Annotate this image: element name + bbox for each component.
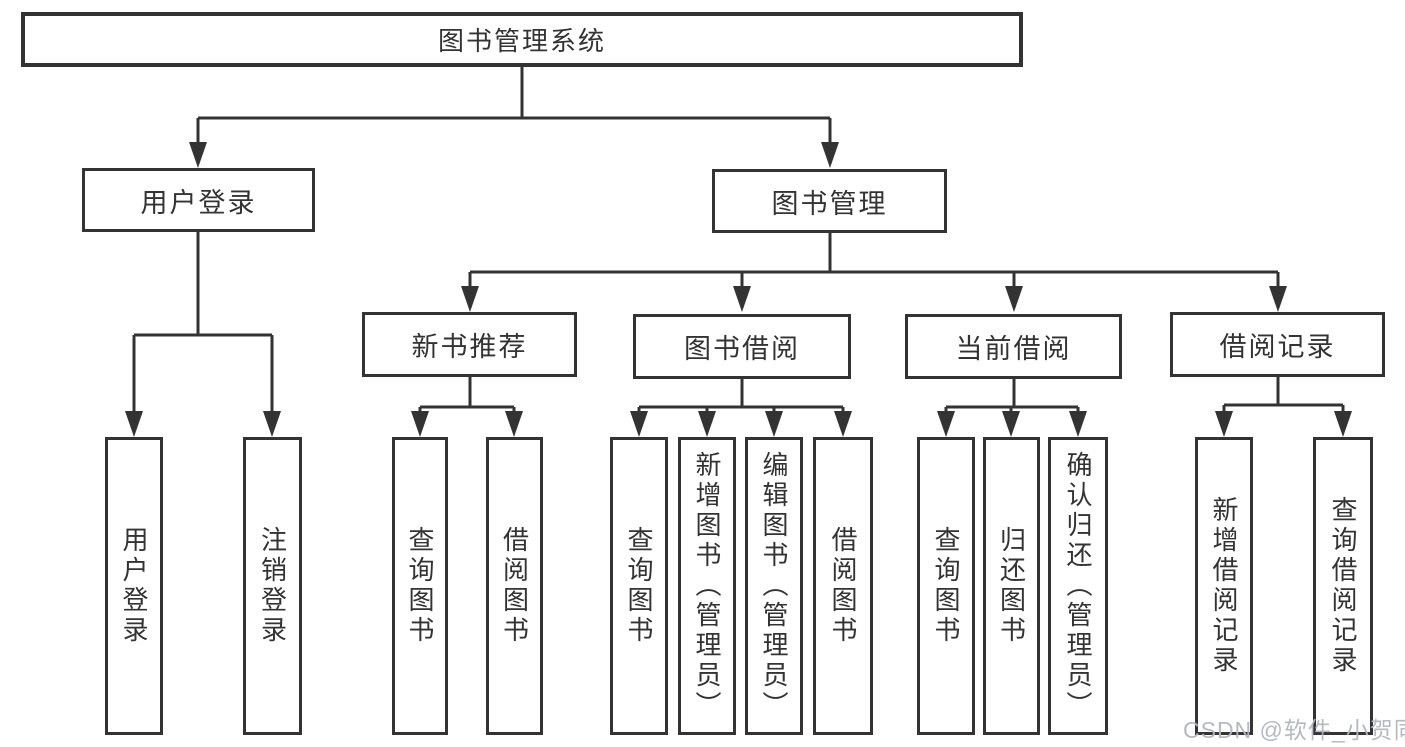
leaf-add-borrow-record: 新增借阅记录 [1195,437,1253,735]
leaf-query-book-borrow: 查询图书 [610,437,668,735]
arrow-down-icons [125,142,1352,437]
node-book-borrow: 图书借阅 [633,314,851,379]
node-system-root: 图书管理系统 [21,12,1023,67]
node-new-book-recommend: 新书推荐 [362,312,577,377]
leaf-logout: 注销登录 [243,437,302,735]
connector-lines [132,67,1345,415]
leaf-confirm-return-admin: 确认归还（管理员） [1048,437,1108,735]
leaf-add-book-admin: 新增图书（管理员） [678,437,736,735]
node-current-borrow: 当前借阅 [905,314,1122,379]
leaf-query-book-recommend: 查询图书 [392,437,448,735]
leaf-user-login: 用户登录 [105,437,163,735]
node-book-management: 图书管理 [712,169,947,233]
node-borrow-record: 借阅记录 [1170,312,1385,377]
leaf-return-book: 归还图书 [983,437,1040,735]
leaf-query-book-current: 查询图书 [917,437,975,735]
leaf-borrow-book: 借阅图书 [813,437,873,735]
leaf-borrow-book-recommend: 借阅图书 [486,437,543,735]
node-user-login: 用户登录 [82,168,315,232]
leaf-query-borrow-record: 查询借阅记录 [1313,437,1373,735]
leaf-edit-book-admin: 编辑图书（管理员） [745,437,803,735]
csdn-watermark: CSDN @软件_小贺同学 [1183,717,1405,743]
